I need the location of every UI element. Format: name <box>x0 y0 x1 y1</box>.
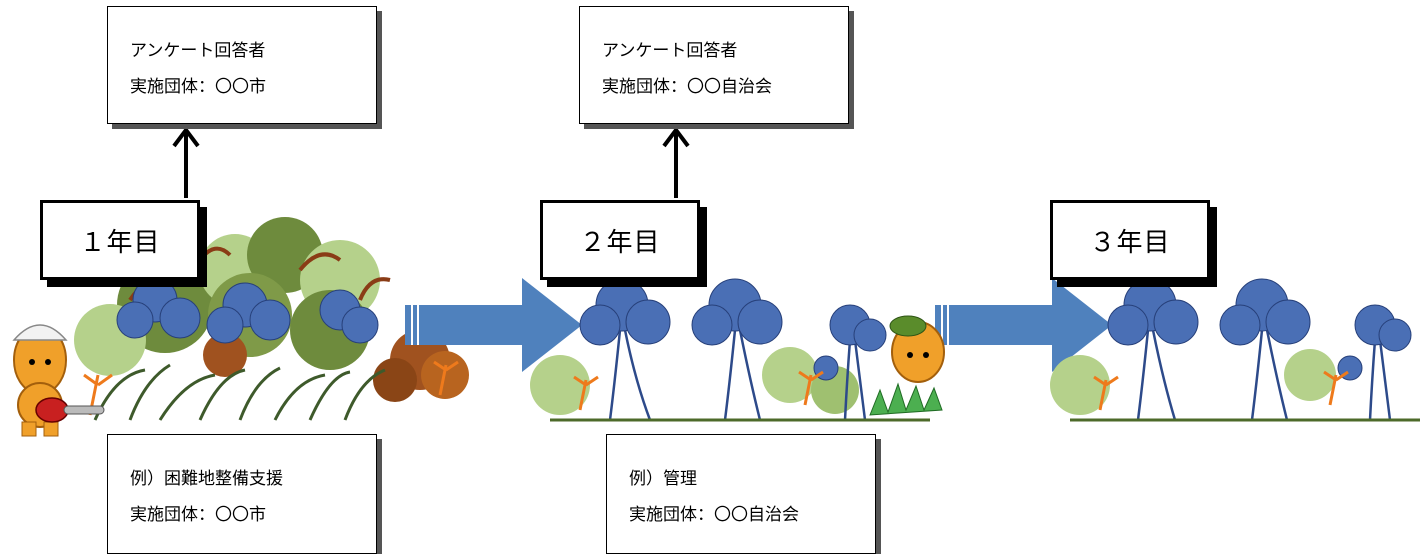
transition-arrow-1 <box>405 278 582 372</box>
box-line: アンケート回答者 <box>602 41 738 61</box>
example-activity-box-year2: 例）管理 実施団体：〇〇自治会 <box>606 434 876 554</box>
box-line: 例）困難地整備支援 <box>130 469 283 489</box>
managed-grove-year2 <box>530 278 930 422</box>
connector-arrow-year1 <box>172 126 200 198</box>
example-activity-box-year1: 例）困難地整備支援 実施団体：〇〇市 <box>107 434 377 554</box>
box-line: 実施団体：〇〇自治会 <box>602 77 772 97</box>
box-line: アンケート回答者 <box>130 41 266 61</box>
managed-grove-year3 <box>1050 278 1420 422</box>
survey-respondent-box-year1: アンケート回答者 実施団体：〇〇市 <box>107 6 377 124</box>
box-line: 実施団体：〇〇市 <box>130 505 266 525</box>
overgrown-thicket <box>74 217 469 421</box>
connector-arrow-year2 <box>662 126 690 198</box>
box-line: 実施団体：〇〇市 <box>130 77 266 97</box>
year-label-3: ３年目 <box>1050 200 1210 280</box>
year-label-2: ２年目 <box>540 200 700 280</box>
box-line: 実施団体：〇〇自治会 <box>629 505 799 525</box>
mascot-gardener-icon <box>869 315 945 416</box>
year-label-1: １年目 <box>40 200 200 280</box>
survey-respondent-box-year2: アンケート回答者 実施団体：〇〇自治会 <box>579 6 849 124</box>
transition-arrow-2 <box>935 278 1112 372</box>
chainsaw-icon <box>35 397 105 423</box>
box-line: 例）管理 <box>629 469 697 489</box>
